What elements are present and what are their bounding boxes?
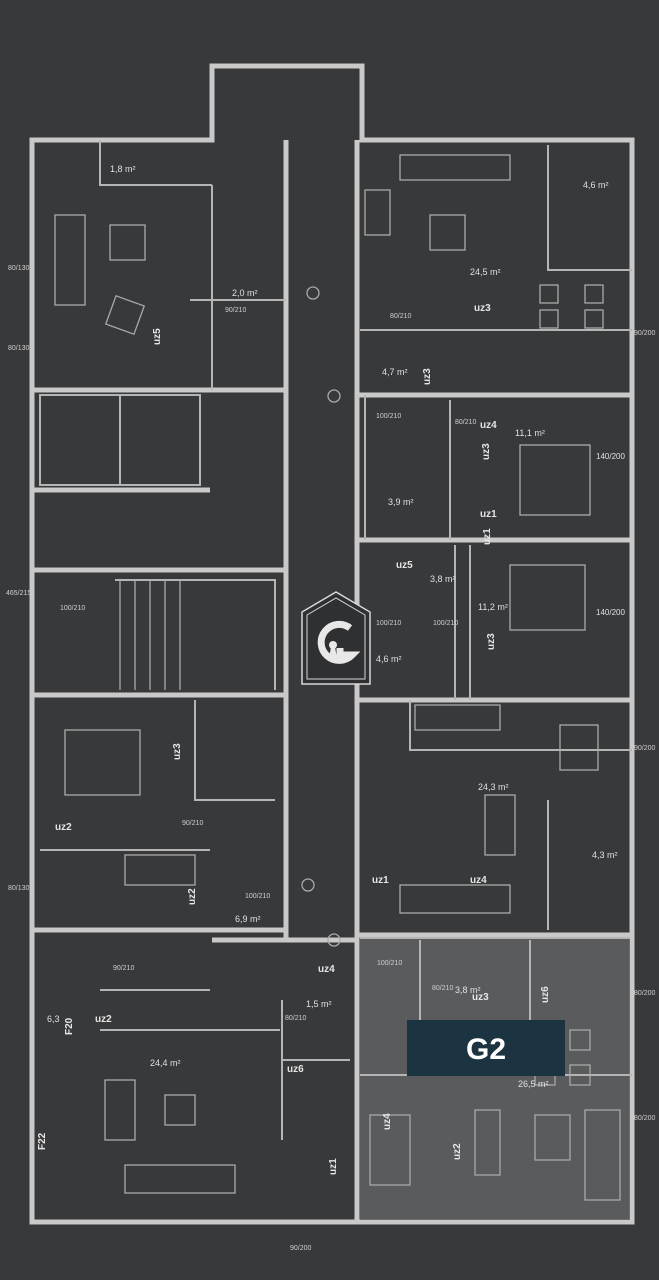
room-tag: uz3: [172, 743, 183, 760]
window-dim: 90/200: [290, 1245, 312, 1252]
window-dim: 90/200: [634, 745, 656, 752]
area-label: 4,6 m²: [583, 180, 609, 190]
area-label: 24,3 m²: [478, 782, 509, 792]
room-tag: uz2: [95, 1014, 112, 1025]
room-tag: uz1: [372, 875, 389, 886]
room-tag: uz3: [474, 303, 491, 314]
window-dim: 140/200: [596, 608, 625, 617]
window-dim: 80/130: [8, 345, 30, 352]
door-dim: 80/210: [432, 985, 454, 992]
unit-g2-label-text: G2: [466, 1033, 506, 1066]
area-label: 11,2 m²: [478, 602, 508, 612]
furniture: [54, 154, 621, 1201]
area-label: 11,1 m²: [515, 428, 545, 438]
building-walls: [29, 63, 635, 1225]
room-tags: uz5 uz3 uz3 uz4 uz3 uz1 uz5 uz3 uz3 uz2 …: [37, 303, 551, 1175]
window-dim-backdrop: [594, 450, 628, 462]
area-label: 6,9 m²: [235, 914, 261, 924]
unit-g2-label[interactable]: G2: [407, 1020, 565, 1076]
room-tag: uz2: [452, 1143, 463, 1160]
door-dim: 90/210: [225, 307, 247, 314]
window-dim: 80/200: [634, 1115, 656, 1122]
door-dim: 80/210: [390, 313, 412, 320]
room-tag: uz3: [486, 633, 497, 650]
area-label: 3,8 m²: [455, 985, 481, 995]
area-label: 26,5 m²: [518, 1079, 549, 1089]
area-label: 1,5 m²: [306, 999, 332, 1009]
door-dim: 100/210: [376, 620, 401, 627]
room-tag: uz5: [152, 328, 163, 345]
window-dim: 90/200: [634, 330, 656, 337]
window-dimensions: 80/130 80/130 465/215 80/130 140/200 90/…: [6, 265, 656, 1252]
room-tag: uz2: [55, 822, 72, 833]
room-tag: uz6: [287, 1064, 304, 1075]
door-dim: 90/210: [182, 820, 204, 827]
area-label: 24,4 m²: [150, 1058, 181, 1068]
window-dim: 465/215: [6, 590, 31, 597]
house-keyhole-g-logo-icon: [301, 591, 371, 685]
area-label: 4,3 m²: [592, 850, 618, 860]
room-tag: uz3: [481, 443, 492, 460]
room-tag: uz3: [422, 368, 433, 385]
area-label: 6,3: [47, 1014, 60, 1024]
area-label: 4,6 m²: [376, 654, 402, 664]
door-dim: 100/210: [60, 605, 85, 612]
window-dim-backdrop: [594, 606, 628, 618]
area-label: 24,5 m²: [470, 267, 501, 277]
area-label: 3,9 m²: [388, 497, 414, 507]
room-tag: F20: [64, 1017, 75, 1035]
window-dim: 80/130: [8, 885, 30, 892]
room-tag: uz4: [470, 875, 487, 886]
area-label: 4,7 m²: [382, 367, 408, 377]
door-dim: 80/210: [285, 1015, 307, 1022]
room-tag: uz6: [540, 986, 551, 1003]
door-dim: 100/210: [245, 893, 270, 900]
room-tag: uz1: [480, 509, 497, 520]
room-tag: uz5: [396, 560, 413, 571]
window-dim: 80/130: [8, 265, 30, 272]
room-tag: uz4: [480, 420, 497, 431]
door-dim: 80/210: [455, 419, 477, 426]
room-tag: F22: [37, 1132, 48, 1150]
door-dim: 100/210: [376, 413, 401, 420]
window-dim: 140/200: [596, 452, 625, 461]
door-dim: 90/210: [113, 965, 135, 972]
room-tag: uz3: [472, 992, 489, 1003]
area-label: 3,8 m²: [430, 574, 456, 584]
room-tag: uz4: [318, 964, 335, 975]
area-label: 1,8 m²: [110, 164, 136, 174]
area-label: 2,0 m²: [232, 288, 258, 298]
room-tag: uz4: [382, 1113, 393, 1130]
door-dim: 100/210: [377, 960, 402, 967]
room-tag: uz1: [328, 1158, 339, 1175]
door-dimensions: 90/210 80/210 100/210 80/210 100/210 90/…: [60, 307, 477, 1022]
room-tag: uz2: [187, 888, 198, 905]
room-tag: uz1: [482, 528, 493, 545]
window-dim: 80/200: [634, 990, 656, 997]
area-labels: 1,8 m² 2,0 m² 24,5 m² 4,6 m² 4,7 m² 11,1…: [47, 164, 618, 1089]
door-dim: 100/210: [433, 620, 458, 627]
